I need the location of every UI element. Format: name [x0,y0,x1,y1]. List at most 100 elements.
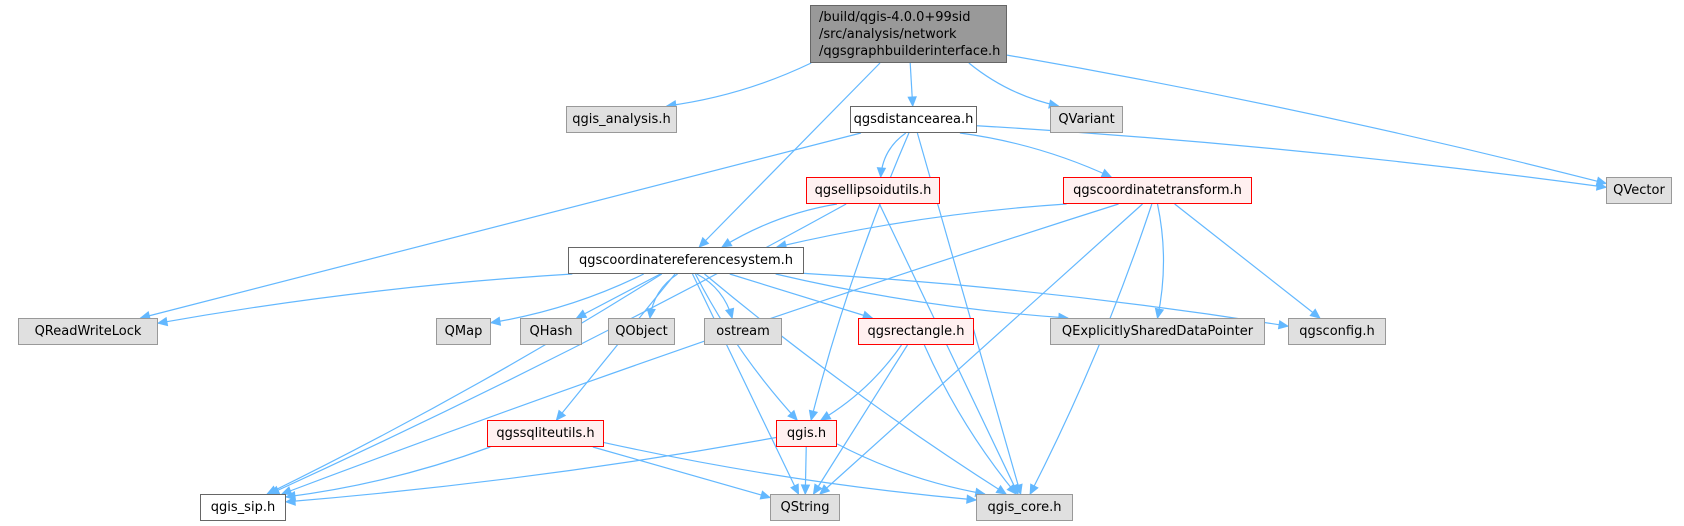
edge-qgsrectangle-to-qgis [820,344,903,421]
arrowhead-qgsdistancearea-to-qgscoordinatetransform [1100,168,1113,178]
edge-qgscoordinatetransform-to-QString [819,203,1143,495]
node-qmap[interactable]: QMap [436,318,491,345]
edge-qgscrs-to-qgis_core [704,273,1007,495]
node-label: qgis_analysis.h [572,112,671,127]
edge-qgscoordinatetransform-to-qgis_sip [281,203,1119,495]
edge-qgsellipsoidutils-to-qgis_core [878,203,1019,495]
edge-root-to-QVariant [968,62,1059,107]
edge-qgsellipsoidutils-to-qgscrs [721,203,838,248]
arrowhead-qgscrs-to-ostream [724,307,735,320]
arrowhead-qgscoordinatetransform-to-qgis_sip [280,486,293,496]
root-file-node: /build/qgis-4.0.0+99sid /src/analysis/ne… [810,5,1007,63]
node-qobject[interactable]: QObject [608,318,675,345]
node-qgis-core-h[interactable]: qgis_core.h [976,494,1073,521]
node-qgsconfig-h[interactable]: qgsconfig.h [1288,318,1386,345]
arrowhead-qgscrs-to-qgis [787,409,798,421]
node-qhash[interactable]: QHash [520,318,582,345]
arrowhead-root-to-qgscrs [698,236,710,248]
arrowhead-qgscrs-to-qgis_sip [266,485,278,495]
node-label: qgsellipsoidutils.h [814,183,932,198]
edge-qgsdistancearea-to-QReadWriteLock [140,132,862,319]
root-path-line-1: /build/qgis-4.0.0+99sid [819,9,971,25]
node-label: QObject [615,324,668,339]
node-qgssqliteutils-h[interactable]: qgssqliteutils.h [487,420,604,447]
node-qgis-analysis-h[interactable]: qgis_analysis.h [566,106,677,133]
arrowhead-qgsrectangle-to-qgis [819,411,832,421]
arrowhead-qgscrs-to-QMap [489,316,502,326]
node-qvariant[interactable]: QVariant [1050,106,1123,133]
arrowhead-qgssqliteutils-to-qgis_core [966,494,978,504]
edge-qgis-to-qgis_core [836,443,985,495]
edge-qgscrs-to-QMap [490,273,644,324]
node-label: qgsrectangle.h [867,324,965,339]
arrowhead-qgscoordinatetransform-to-qgsconfig [1309,308,1321,319]
edge-root-to-qgis_analysis [666,62,812,107]
node-label: QExplicitlySharedDataPointer [1061,324,1254,339]
edge-qgscoordinatetransform-to-qgis_core [1029,203,1153,495]
node-label: QHash [529,324,573,339]
arrowhead-qgsellipsoidutils-to-qgscrs [721,237,733,248]
edge-qgscoordinatetransform-to-qgsconfig [1174,203,1321,319]
node-label: qgscoordinatetransform.h [1073,183,1242,198]
node-label: qgis_sip.h [210,500,276,515]
node-label: qgssqliteutils.h [496,426,595,441]
arrowhead-qgscrs-to-QString [790,483,800,496]
edge-qgis-to-qgis_sip [285,436,777,503]
node-label: qgscoordinatereferencesystem.h [578,253,794,268]
node-ostream[interactable]: ostream [704,318,782,345]
edge-qgscoordinatetransform-to-qgscrs [776,203,1067,248]
arrowhead-qgsdistancearea-to-qgsellipsoidutils [876,167,887,179]
edge-qgscrs-to-QExplicitlySharedDataPointer [775,273,1068,319]
edge-qgsdistancearea-to-qgis [810,132,910,421]
arrowhead-qgis-to-qgis_sip [284,496,296,506]
edge-qgscrs-to-qgssqliteutils [555,273,676,421]
arrowhead-qgscrs-to-QObject [646,307,656,320]
node-qgscoordinatereferencesystem-h[interactable]: qgscoordinatereferencesystem.h [568,247,804,274]
arrowhead-qgscrs-to-qgssqliteutils [555,409,567,421]
node-label: ostream [716,324,770,339]
arrowhead-qgsdistancearea-to-qgis [808,409,819,422]
node-label: qgis_core.h [987,500,1062,515]
node-label: qgsconfig.h [1299,324,1375,339]
node-qgscoordinatetransform-h[interactable]: qgscoordinatetransform.h [1063,177,1252,204]
arrowhead-qgis-to-QString [800,484,811,496]
edge-qgsrectangle-to-qgis_core [923,344,1017,495]
arrowhead-qgsrectangle-to-QString [812,483,823,496]
node-qstring[interactable]: QString [770,494,840,521]
node-qgis-sip-h[interactable]: qgis_sip.h [200,494,286,521]
edge-qgscrs-to-QReadWriteLock [157,273,573,324]
edge-qgscrs-to-qgsrectangle [729,273,873,319]
edge-root-to-qgscrs [698,62,881,248]
node-qreadwritelock[interactable]: QReadWriteLock [18,318,158,345]
node-qgis-h[interactable]: qgis.h [776,420,837,447]
node-label: QString [780,500,830,515]
node-qgsellipsoidutils-h[interactable]: qgsellipsoidutils.h [806,177,940,204]
node-qgsdistancearea-h[interactable]: qgsdistancearea.h [850,106,977,133]
node-label: qgis.h [786,426,827,441]
edge-qgscrs-to-qgis [694,273,798,421]
node-label: QReadWriteLock [34,324,142,339]
edge-qgscrs-to-qgis_sip [266,273,663,495]
edge-qgscrs-to-qgsconfig [803,272,1289,327]
edge-qgssqliteutils-to-qgis_core [603,441,977,501]
edge-qgsrectangle-to-QString [813,344,908,495]
edge-qgssqliteutils-to-qgis_sip [285,446,491,498]
arrowhead-qgscoordinatetransform-to-QString [819,484,831,495]
arrowhead-qgscrs-to-qgsconfig [1277,319,1290,330]
root-path-line-3: /qgsgraphbuilderinterface.h [819,43,1001,59]
node-label: QMap [444,324,483,339]
arrowhead-qgscrs-to-QReadWriteLock [156,316,169,327]
edge-qgscoordinatetransform-to-QExplicitlySharedDataPointer [1156,203,1165,319]
arrowhead-qgsdistancearea-to-QVector [1595,181,1608,191]
node-qgsrectangle-h[interactable]: qgsrectangle.h [858,318,974,345]
node-qexplicitlyshareddatapointer[interactable]: QExplicitlySharedDataPointer [1050,318,1265,345]
edge-qgssqliteutils-to-QString [592,446,771,499]
arrowhead-qgscrs-to-QHash [575,309,588,319]
edge-qgscrs-to-QString [691,273,800,495]
arrowhead-qgscrs-to-qgis_core [995,484,1008,495]
arrowhead-qgssqliteutils-to-QString [759,490,772,500]
arrowhead-qgscoordinatetransform-to-QExplicitlySharedDataPointer [1154,307,1165,320]
node-qvector[interactable]: QVector [1606,177,1672,204]
arrowhead-root-to-qgsdistancearea [907,96,917,108]
